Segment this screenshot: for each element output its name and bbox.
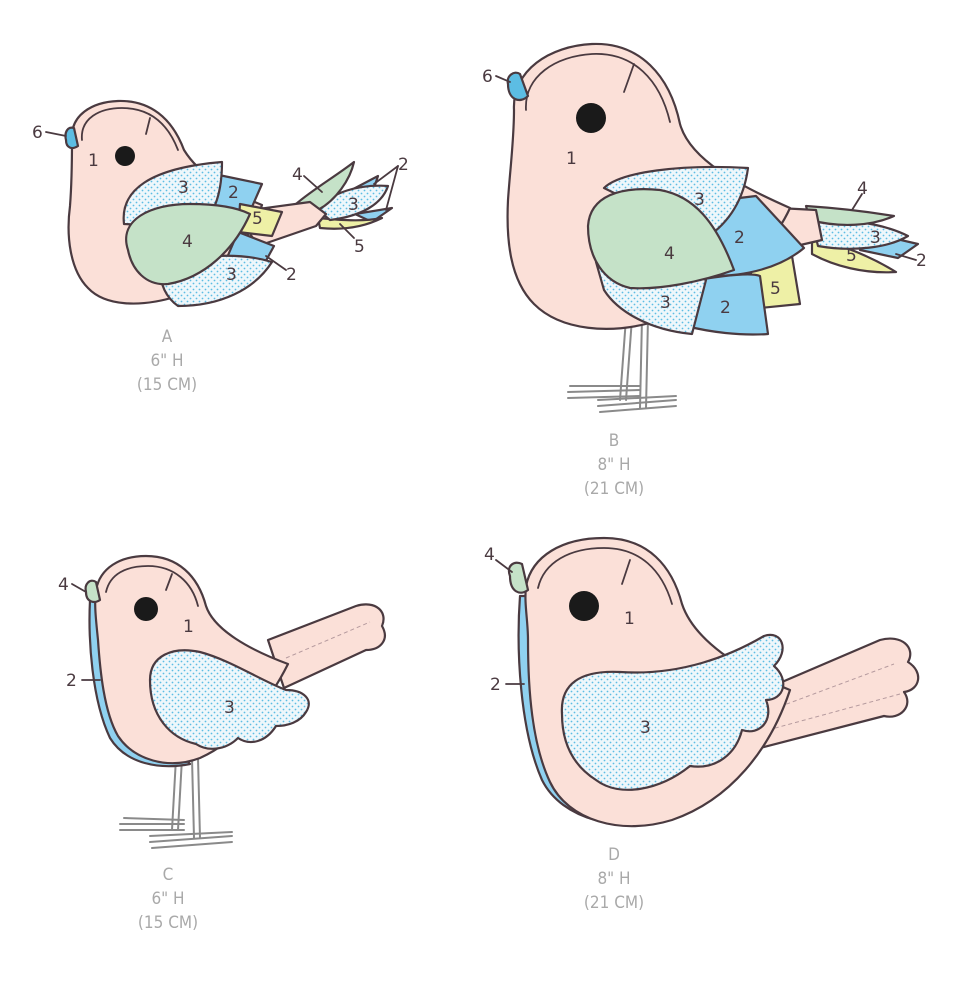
bird-c-crest-line — [165, 573, 173, 591]
bird-b-caption-letter: B — [609, 431, 620, 451]
bird-b-inner-line — [525, 53, 671, 123]
bird-a-label-4-wing: 4 — [182, 232, 193, 252]
bird-d-tail-stitch-lower — [767, 693, 901, 731]
bird-c-caption-letter: C — [163, 865, 174, 885]
bird-c-label-3: 3 — [224, 698, 235, 718]
bird-a-piece-5-tail — [316, 216, 384, 230]
bird-d-caption-metric: (21 CM) — [584, 893, 644, 913]
bird-d-inner-line — [537, 547, 673, 605]
bird-c-leg-right — [191, 757, 201, 839]
bird-a-label-3-upper: 3 — [178, 178, 189, 198]
bird-b-piece-4-tail — [804, 204, 896, 227]
bird-c-leg-left — [171, 757, 183, 831]
bird-c-tail — [266, 603, 386, 690]
bird-b-leg-left — [619, 317, 633, 401]
bird-a-label-2: 2 — [228, 183, 239, 203]
bird-a-inner-line — [81, 107, 179, 151]
bird-b-label-1: 1 — [566, 149, 577, 169]
bird-c-foot-left — [119, 817, 185, 831]
bird-a-eye — [115, 146, 135, 166]
bird-b-crest-line — [623, 63, 635, 93]
bird-b-foot-right — [597, 395, 677, 413]
bird-b-piece-6-bow — [506, 71, 530, 102]
bird-d-caption-height: 8" H — [597, 869, 630, 889]
bird-b-eye — [576, 103, 606, 133]
bird-a-label-2-tail: 2 — [398, 155, 409, 175]
bird-b-label-3-lower: 3 — [660, 293, 671, 313]
bird-a-piece-4-wing — [125, 202, 252, 286]
bird-c-label-1: 1 — [183, 617, 194, 637]
bird-a-label-3-tail: 3 — [348, 195, 359, 215]
bird-b-label-2-upper: 2 — [734, 228, 745, 248]
bird-d-eye — [569, 591, 599, 621]
bird-a-label-2-lower: 2 — [286, 265, 297, 285]
bird-c: 1 2 3 4 C 6" H (15 CM) — [58, 554, 386, 933]
bird-a-piece-4-tail — [294, 160, 356, 212]
bird-a-label-5-tail: 5 — [354, 237, 365, 257]
bird-b-caption-height: 8" H — [597, 455, 630, 475]
bird-b-foot-left — [567, 385, 641, 399]
bird-a-caption-height: 6" H — [150, 351, 183, 371]
bird-c-caption-height: 6" H — [151, 889, 184, 909]
bird-d: 1 2 3 4 D 8" H (21 CM) — [484, 536, 920, 913]
bird-b-label-4-wing: 4 — [664, 244, 675, 264]
bird-a-label-6: 6 — [32, 123, 43, 143]
bird-a-piece-2-tail-bottom — [353, 206, 394, 224]
bird-a-label-4-tail: 4 — [292, 165, 303, 185]
bird-c-piece-3-wing — [148, 649, 310, 750]
bird-d-caption-letter: D — [608, 845, 620, 865]
bird-c-label-4: 4 — [58, 575, 69, 595]
bird-b-label-3-upper: 3 — [694, 190, 705, 210]
bird-c-eye — [134, 597, 158, 621]
bird-d-crest-line — [621, 559, 631, 585]
bird-b-caption-metric: (21 CM) — [584, 479, 644, 499]
bird-d-piece-4-bow — [507, 561, 530, 594]
bird-a: 1 2 3 3 4 5 6 4 2 3 5 2 A 6" H (15 CM) — [32, 99, 409, 395]
bird-d-label-2: 2 — [490, 675, 501, 695]
bird-b-leg-right — [639, 317, 649, 409]
bird-c-piece-4-bow — [84, 579, 102, 603]
bird-b-label-2-tail: 2 — [916, 251, 927, 271]
bird-b-label-3-tail: 3 — [870, 228, 881, 248]
bird-a-label-3-lower: 3 — [226, 265, 237, 285]
bird-b-label-6: 6 — [482, 67, 493, 87]
bird-a-label-5-small: 5 — [252, 209, 263, 229]
bird-d-label-3: 3 — [640, 718, 651, 738]
bird-a-caption-metric: (15 CM) — [137, 375, 197, 395]
bird-b-label-4-tail: 4 — [857, 179, 868, 199]
bird-c-foot-right — [149, 831, 233, 849]
bird-d-label-1: 1 — [624, 609, 635, 629]
bird-c-caption-metric: (15 CM) — [138, 913, 198, 933]
bird-b-label-5-wing: 5 — [770, 279, 781, 299]
bird-b-label-2-lower: 2 — [720, 298, 731, 318]
bird-a-caption-letter: A — [162, 327, 173, 347]
bird-c-label-2: 2 — [66, 671, 77, 691]
bird-d-piece-3-wing — [560, 633, 785, 791]
bird-b: 1 3 3 4 2 2 5 4 3 5 2 6 B 8" H (21 CM) — [482, 42, 927, 499]
bird-c-inner-line — [105, 565, 199, 607]
bird-b-label-5-tail: 5 — [846, 246, 857, 266]
bird-a-crest-line — [145, 117, 151, 135]
bird-b-piece-4-wing — [586, 188, 736, 290]
bird-a-label-1: 1 — [88, 151, 99, 171]
bird-a-piece-6-bow — [64, 126, 80, 150]
bird-c-tail-stitch — [285, 621, 371, 659]
bird-d-tail — [738, 637, 920, 750]
bird-d-label-4: 4 — [484, 545, 495, 565]
